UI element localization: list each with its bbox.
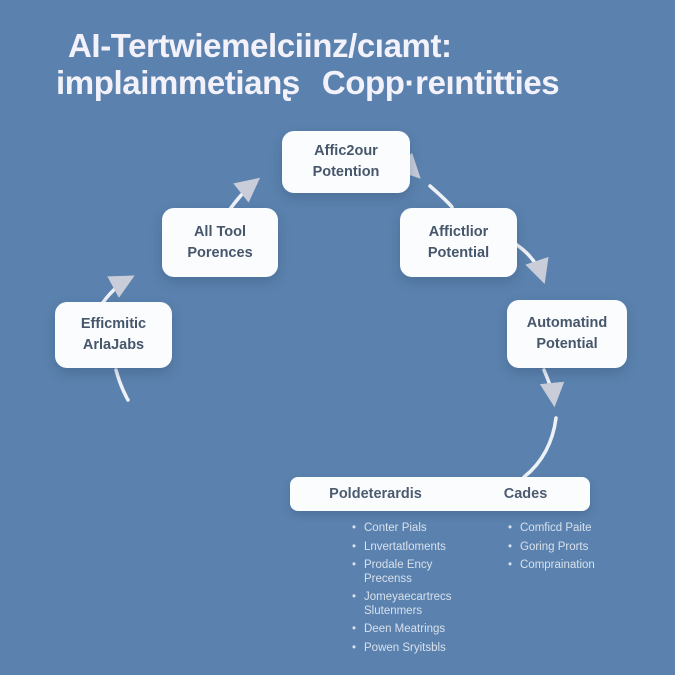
list-item: Conter Pials: [352, 522, 502, 536]
node-label-line-2: Porences: [187, 244, 253, 261]
node-label-line-2: Potential: [427, 244, 490, 261]
node-label-line-1: All Tool: [193, 223, 247, 240]
arc-into-node-4: [428, 184, 454, 209]
title-line-2: implaimmetianʂ Copp·reıntitties: [56, 65, 636, 101]
list-item: Compraination: [508, 559, 638, 573]
flow-node-affictlior: Affictlior Potential: [400, 208, 517, 277]
flow-node-affic2our: Affic2our Potention: [282, 131, 410, 193]
page-title: AI-Tertwiemelciinz/cıamt: implaimmetianʂ…: [56, 28, 636, 101]
legend-bar: Poldeterardis Cades: [290, 477, 590, 511]
flow-node-automatind: Automatind Potential: [507, 300, 627, 368]
list-item: Comficd Paite: [508, 522, 638, 536]
title-line-2-left: implaimmetianʂ: [56, 64, 300, 101]
arrow-node-5-down: [539, 368, 565, 408]
node-label-line-1: Efficmitic: [80, 316, 147, 332]
node-label-line-2: Potention: [312, 164, 380, 180]
legend-left-header: Poldeterardis: [329, 486, 422, 502]
list-item: Powen Sryitsbls: [352, 642, 502, 656]
flow-node-all-tool: All Tool Porences: [162, 208, 278, 277]
legend-right-header: Cades: [503, 486, 548, 502]
node-label-line-2: Potential: [536, 336, 598, 352]
title-line-2-right: Copp·reıntitties: [321, 64, 560, 101]
arc-into-legend-bar: [522, 416, 558, 479]
legend-right-list: Comficd Paite Goring Prorts Comprainatio…: [508, 522, 638, 578]
arc-tail-below-node-1: [114, 368, 130, 402]
list-item: Goring Prorts: [508, 541, 638, 555]
legend-left-list: Conter Pials Lnvertatloments Prodale Enc…: [352, 522, 502, 660]
list-item: Deen Meatrings: [352, 623, 502, 637]
node-label-line-1: Automatind: [526, 315, 608, 331]
node-label-line-1: Affic2our: [314, 143, 378, 159]
title-line-1: AI-Tertwiemelciinz/cıamt:: [68, 27, 452, 64]
arrow-node-4-to-node-5: [512, 241, 549, 284]
list-item: Lnvertatloments: [352, 541, 502, 555]
node-label-line-2: ArlaJabs: [82, 337, 145, 353]
node-label-line-1: Affictlior: [428, 223, 489, 240]
flow-node-efficmitic: Efficmitic ArlaJabs: [55, 302, 172, 368]
